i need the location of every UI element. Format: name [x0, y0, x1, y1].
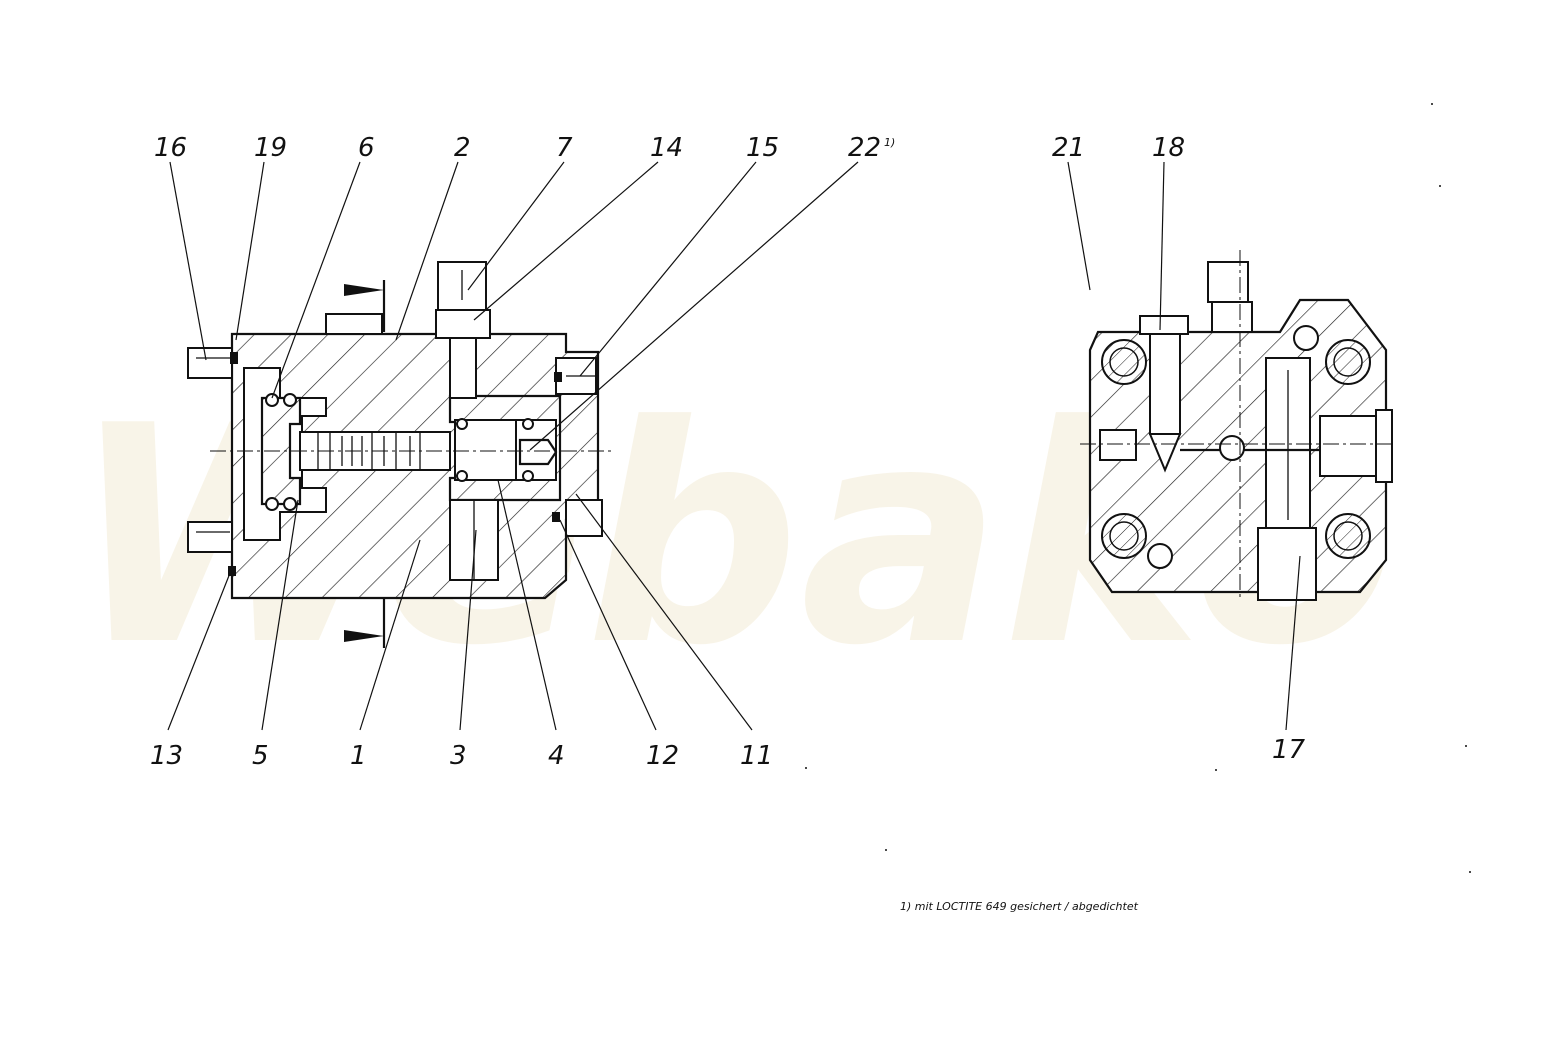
callout-13: 13	[150, 741, 183, 771]
callout-16: 16	[154, 133, 187, 163]
callout-6: 6	[358, 133, 375, 163]
callout-19: 19	[254, 133, 287, 163]
callout-18: 18	[1152, 133, 1185, 163]
callout-14: 14	[650, 133, 683, 163]
callout-15: 15	[746, 133, 779, 163]
footnote-text: 1) mit LOCTITE 649 gesichert / abgedicht…	[900, 900, 1139, 913]
callout-21: 21	[1052, 133, 1085, 163]
leader-lines	[167, 161, 1301, 731]
callout-12: 12	[646, 741, 679, 771]
callout-2: 2	[454, 133, 471, 163]
callout-22: 22	[848, 133, 881, 163]
callout-5: 5	[252, 741, 269, 771]
left-section-view	[187, 261, 612, 648]
footnote-marker: 1)	[884, 136, 895, 149]
callout-4: 4	[548, 741, 565, 771]
scan-specks	[805, 103, 1471, 873]
callout-labels: 16 19 6 2 7 14 15 22 1) 13 5 1 3 4 12 11…	[150, 133, 1306, 913]
callout-3: 3	[450, 741, 467, 771]
callout-17: 17	[1272, 735, 1306, 765]
callout-7: 7	[556, 133, 573, 163]
callout-11: 11	[740, 741, 773, 771]
right-end-view	[1080, 250, 1396, 601]
callout-1: 1	[350, 741, 367, 771]
